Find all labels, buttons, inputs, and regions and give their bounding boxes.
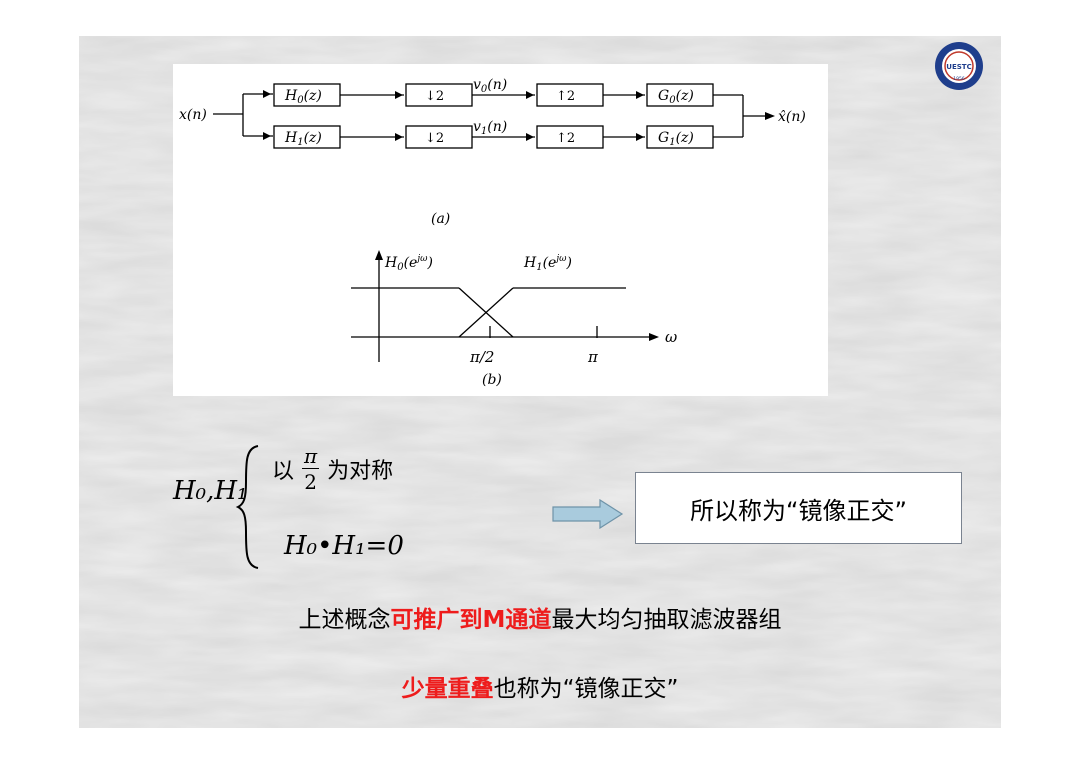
left-brace xyxy=(235,445,259,569)
caption-b: (b) xyxy=(482,372,502,388)
logo-text: UESTC xyxy=(946,63,971,71)
symmetry-line: 以 π 2 为对称 xyxy=(272,446,393,492)
h1-box-label: H1(z) xyxy=(284,130,322,148)
sentence2-highlight: 少量重叠 xyxy=(401,676,494,702)
filter-bank-figure: x(n) x̂(n) H0(z) H1(z) G0(z) G1(z) v0(n)… xyxy=(173,64,828,396)
sentence2-part2: 也称为“镜像正交” xyxy=(493,676,679,702)
downsampler-bottom: ↓2 xyxy=(425,131,444,146)
g1-box-label: G1(z) xyxy=(658,130,694,148)
input-label: x(n) xyxy=(179,107,207,123)
v1-label: v1(n) xyxy=(473,119,507,137)
fraction-numerator: π xyxy=(302,444,320,469)
product-equation: H₀•H₁=0 xyxy=(284,531,404,561)
generalization-sentence: 上述概念可推广到M通道最大均匀抽取滤波器组 xyxy=(79,600,1001,634)
upsampler-top: ↑2 xyxy=(556,89,575,104)
g0-box-label: G0(z) xyxy=(658,88,694,106)
sentence1-part1: 上述概念 xyxy=(298,607,391,633)
output-label: x̂(n) xyxy=(778,109,806,125)
pi-over-2-fraction: π 2 xyxy=(302,444,320,494)
h0-box-label: H0(z) xyxy=(284,88,322,106)
filter-bank-diagram: x(n) x̂(n) H0(z) H1(z) G0(z) G1(z) v0(n)… xyxy=(179,77,806,388)
v0-label: v0(n) xyxy=(473,77,507,95)
slide: x(n) x̂(n) H0(z) H1(z) G0(z) G1(z) v0(n)… xyxy=(79,36,1001,728)
sentence1-highlight: 可推广到M通道 xyxy=(390,607,552,633)
symmetry-suffix: 为对称 xyxy=(327,459,394,484)
h1-response-label: H1(ejω) xyxy=(523,254,572,273)
h0-response-label: H0(ejω) xyxy=(384,254,433,273)
fraction-denominator: 2 xyxy=(304,470,317,494)
omega-axis-label: ω xyxy=(665,328,677,346)
uestc-logo-icon: UESTC 1956 xyxy=(935,42,983,90)
sentence1-part3: 最大均匀抽取滤波器组 xyxy=(551,607,782,633)
caption-a: (a) xyxy=(431,211,450,227)
right-arrow-icon xyxy=(552,499,624,529)
downsampler-top: ↓2 xyxy=(425,89,444,104)
symmetry-prefix: 以 xyxy=(272,459,295,484)
tick-pi: π xyxy=(587,348,599,366)
overlap-sentence: 少量重叠也称为“镜像正交” xyxy=(79,669,1001,703)
tick-half-pi: π/2 xyxy=(469,348,494,366)
upsampler-bottom: ↑2 xyxy=(556,131,575,146)
h0-h1-label: H₀,H₁ xyxy=(173,476,248,506)
logo-year: 1956 xyxy=(953,76,965,82)
mirror-orthogonal-box: 所以称为“镜像正交” xyxy=(635,472,962,544)
